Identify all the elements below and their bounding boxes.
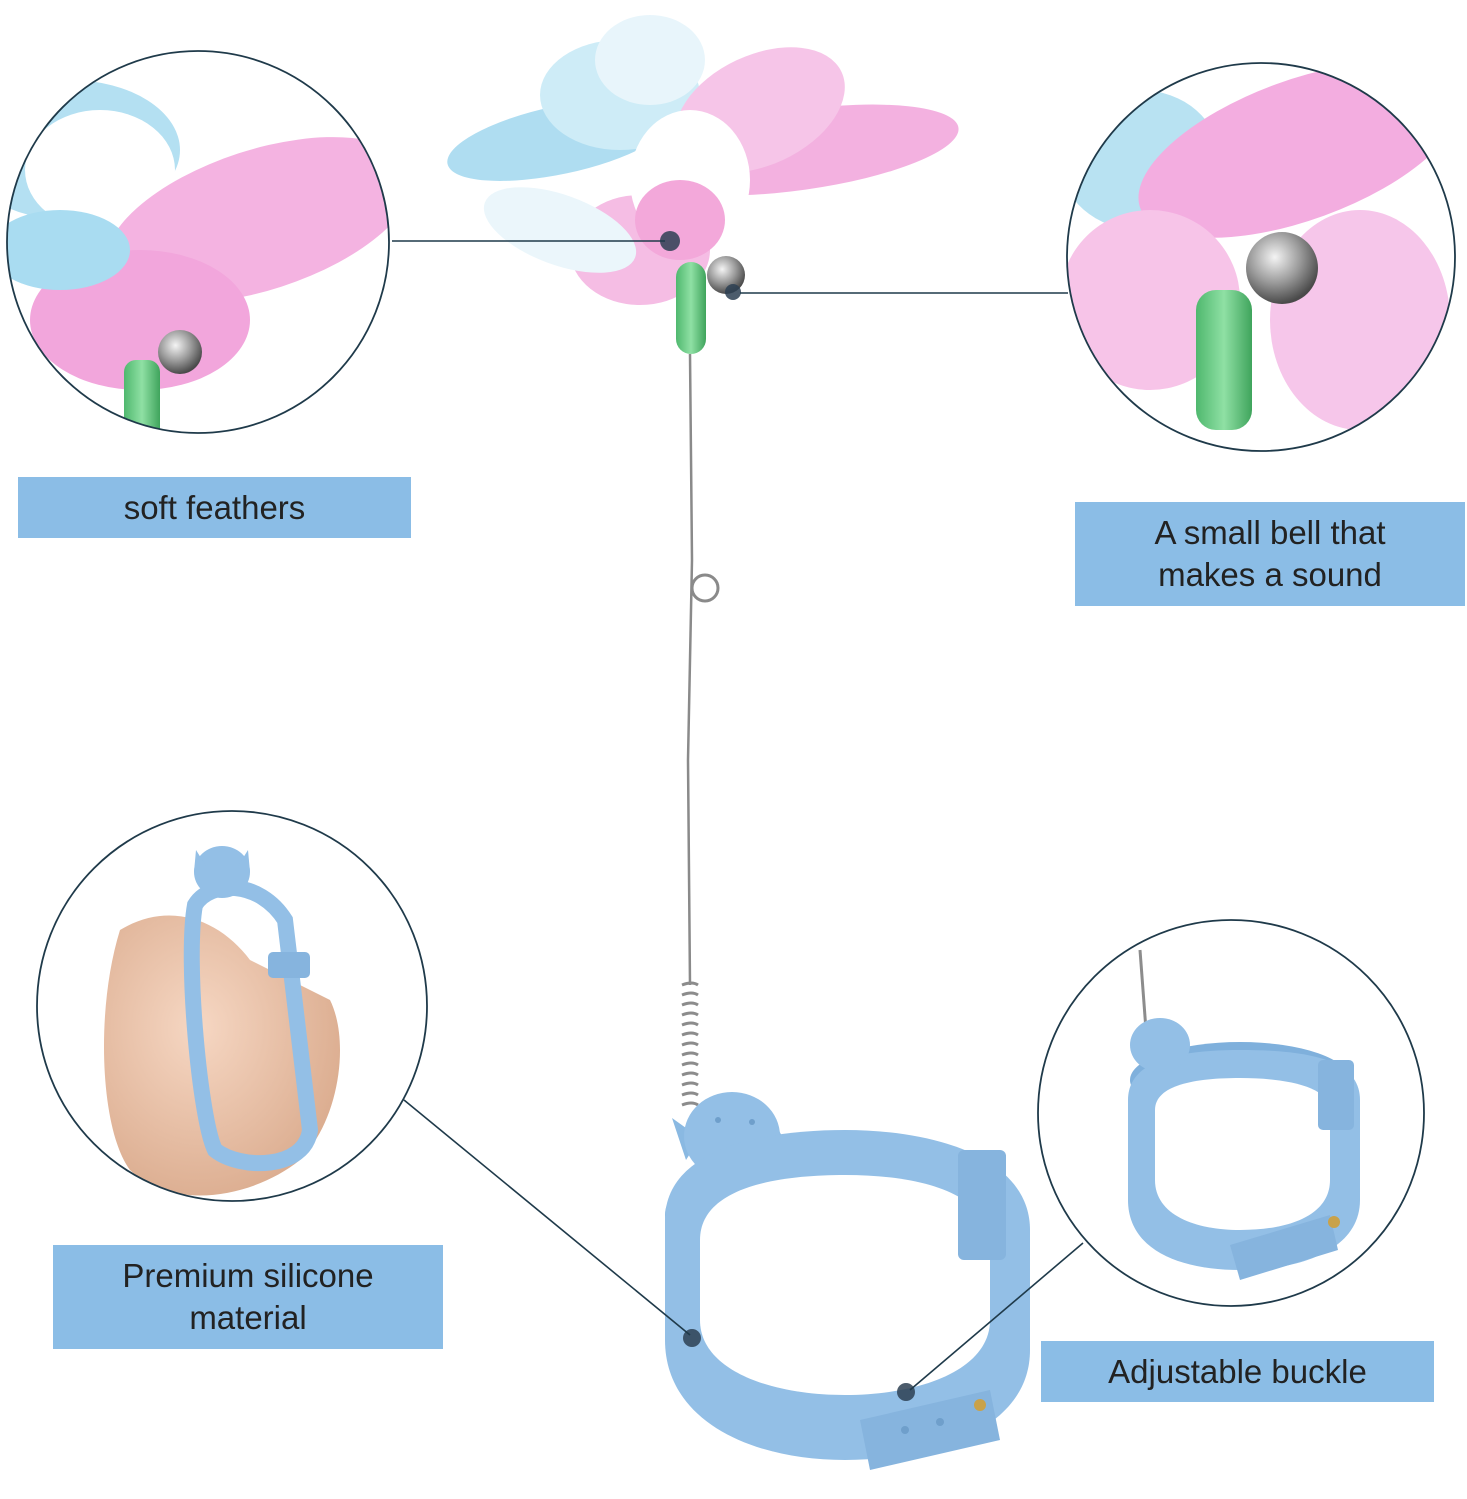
wire	[686, 353, 694, 986]
label-adjustable-buckle: Adjustable buckle	[1041, 1341, 1434, 1402]
label-premium-silicone-line1: Premium silicone	[122, 1257, 374, 1294]
zoom-circle-bell	[1066, 62, 1456, 452]
label-soft-feathers: soft feathers	[18, 477, 411, 538]
feather-stem	[676, 262, 706, 354]
silicone-bracelet	[665, 1092, 1030, 1470]
ring	[690, 573, 720, 603]
label-small-bell-line2: makes a sound	[1158, 556, 1382, 593]
zoom-circle-buckle	[1037, 919, 1425, 1307]
zoom-circle-feathers	[6, 50, 390, 434]
label-premium-silicone: Premium silicone material	[53, 1245, 443, 1349]
label-small-bell-line1: A small bell that	[1154, 514, 1386, 551]
spring	[681, 981, 699, 1107]
feather-plume	[447, 15, 959, 305]
leader-lines	[392, 240, 1084, 1391]
zoom-circle-silicone	[36, 810, 428, 1202]
label-adjustable-buckle-text: Adjustable buckle	[1108, 1352, 1367, 1390]
label-soft-feathers-text: soft feathers	[123, 488, 306, 526]
label-premium-silicone-line2: material	[189, 1299, 307, 1336]
label-small-bell: A small bell that makes a sound	[1075, 502, 1465, 606]
feather-toy	[447, 15, 959, 1107]
